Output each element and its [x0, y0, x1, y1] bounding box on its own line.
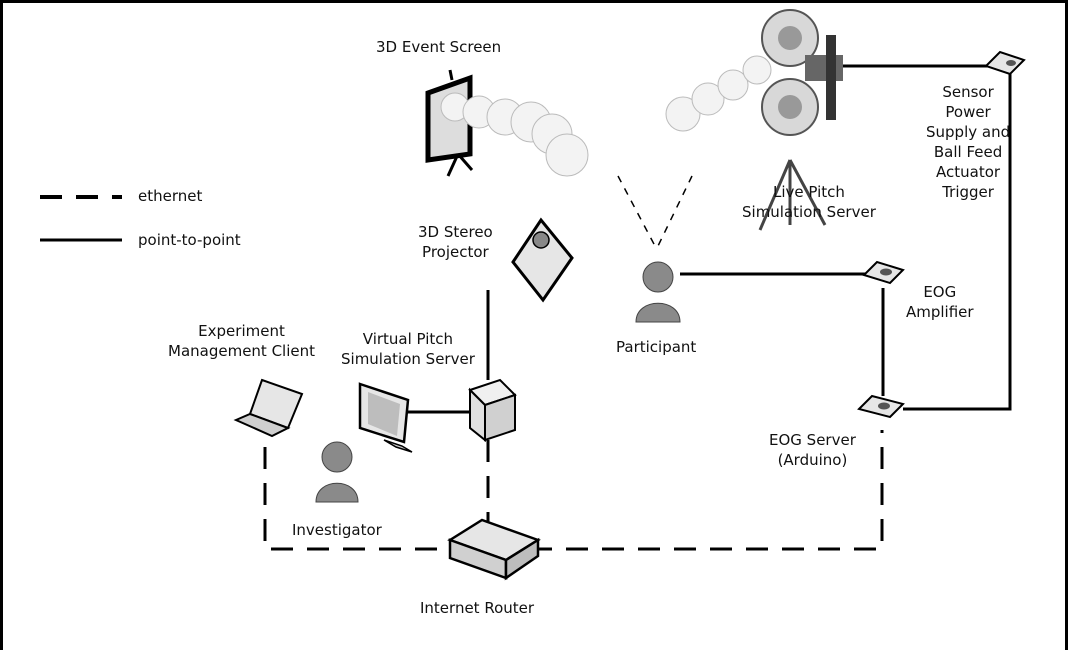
- pitching-machine-icon: [758, 9, 843, 231]
- projector-icon: [511, 217, 574, 303]
- monitor-icon: [358, 382, 413, 453]
- person-icon: [635, 261, 681, 323]
- point-to-point-connections: [405, 64, 1012, 414]
- event-screen-label: 3D Event Screen: [376, 38, 502, 56]
- investigator-label: Investigator: [292, 521, 382, 539]
- eog-server-to-sensor-line: [903, 72, 1012, 411]
- legend-ethernet-label: ethernet: [138, 187, 203, 205]
- sensor-lights: [878, 60, 1016, 410]
- client-to-router-line: [263, 447, 450, 551]
- router-icon: [447, 518, 541, 581]
- router-to-eog-server-line: [530, 430, 884, 551]
- legend-point-to-point-label: point-to-point: [138, 231, 241, 249]
- baseball-icon: [440, 92, 589, 177]
- baseball-icon-live: [665, 55, 772, 132]
- ethernet-connections: [263, 430, 884, 551]
- person-icon-investigator: [315, 441, 359, 503]
- server-tower-icon: [468, 378, 517, 443]
- sight-lines: [617, 175, 693, 247]
- screen-icon: [425, 69, 474, 177]
- laptop-icon: [233, 378, 304, 438]
- internet-router-label: Internet Router: [420, 599, 535, 617]
- eog-server-label: EOG Server(Arduino): [769, 431, 856, 469]
- participant-label: Participant: [616, 338, 697, 356]
